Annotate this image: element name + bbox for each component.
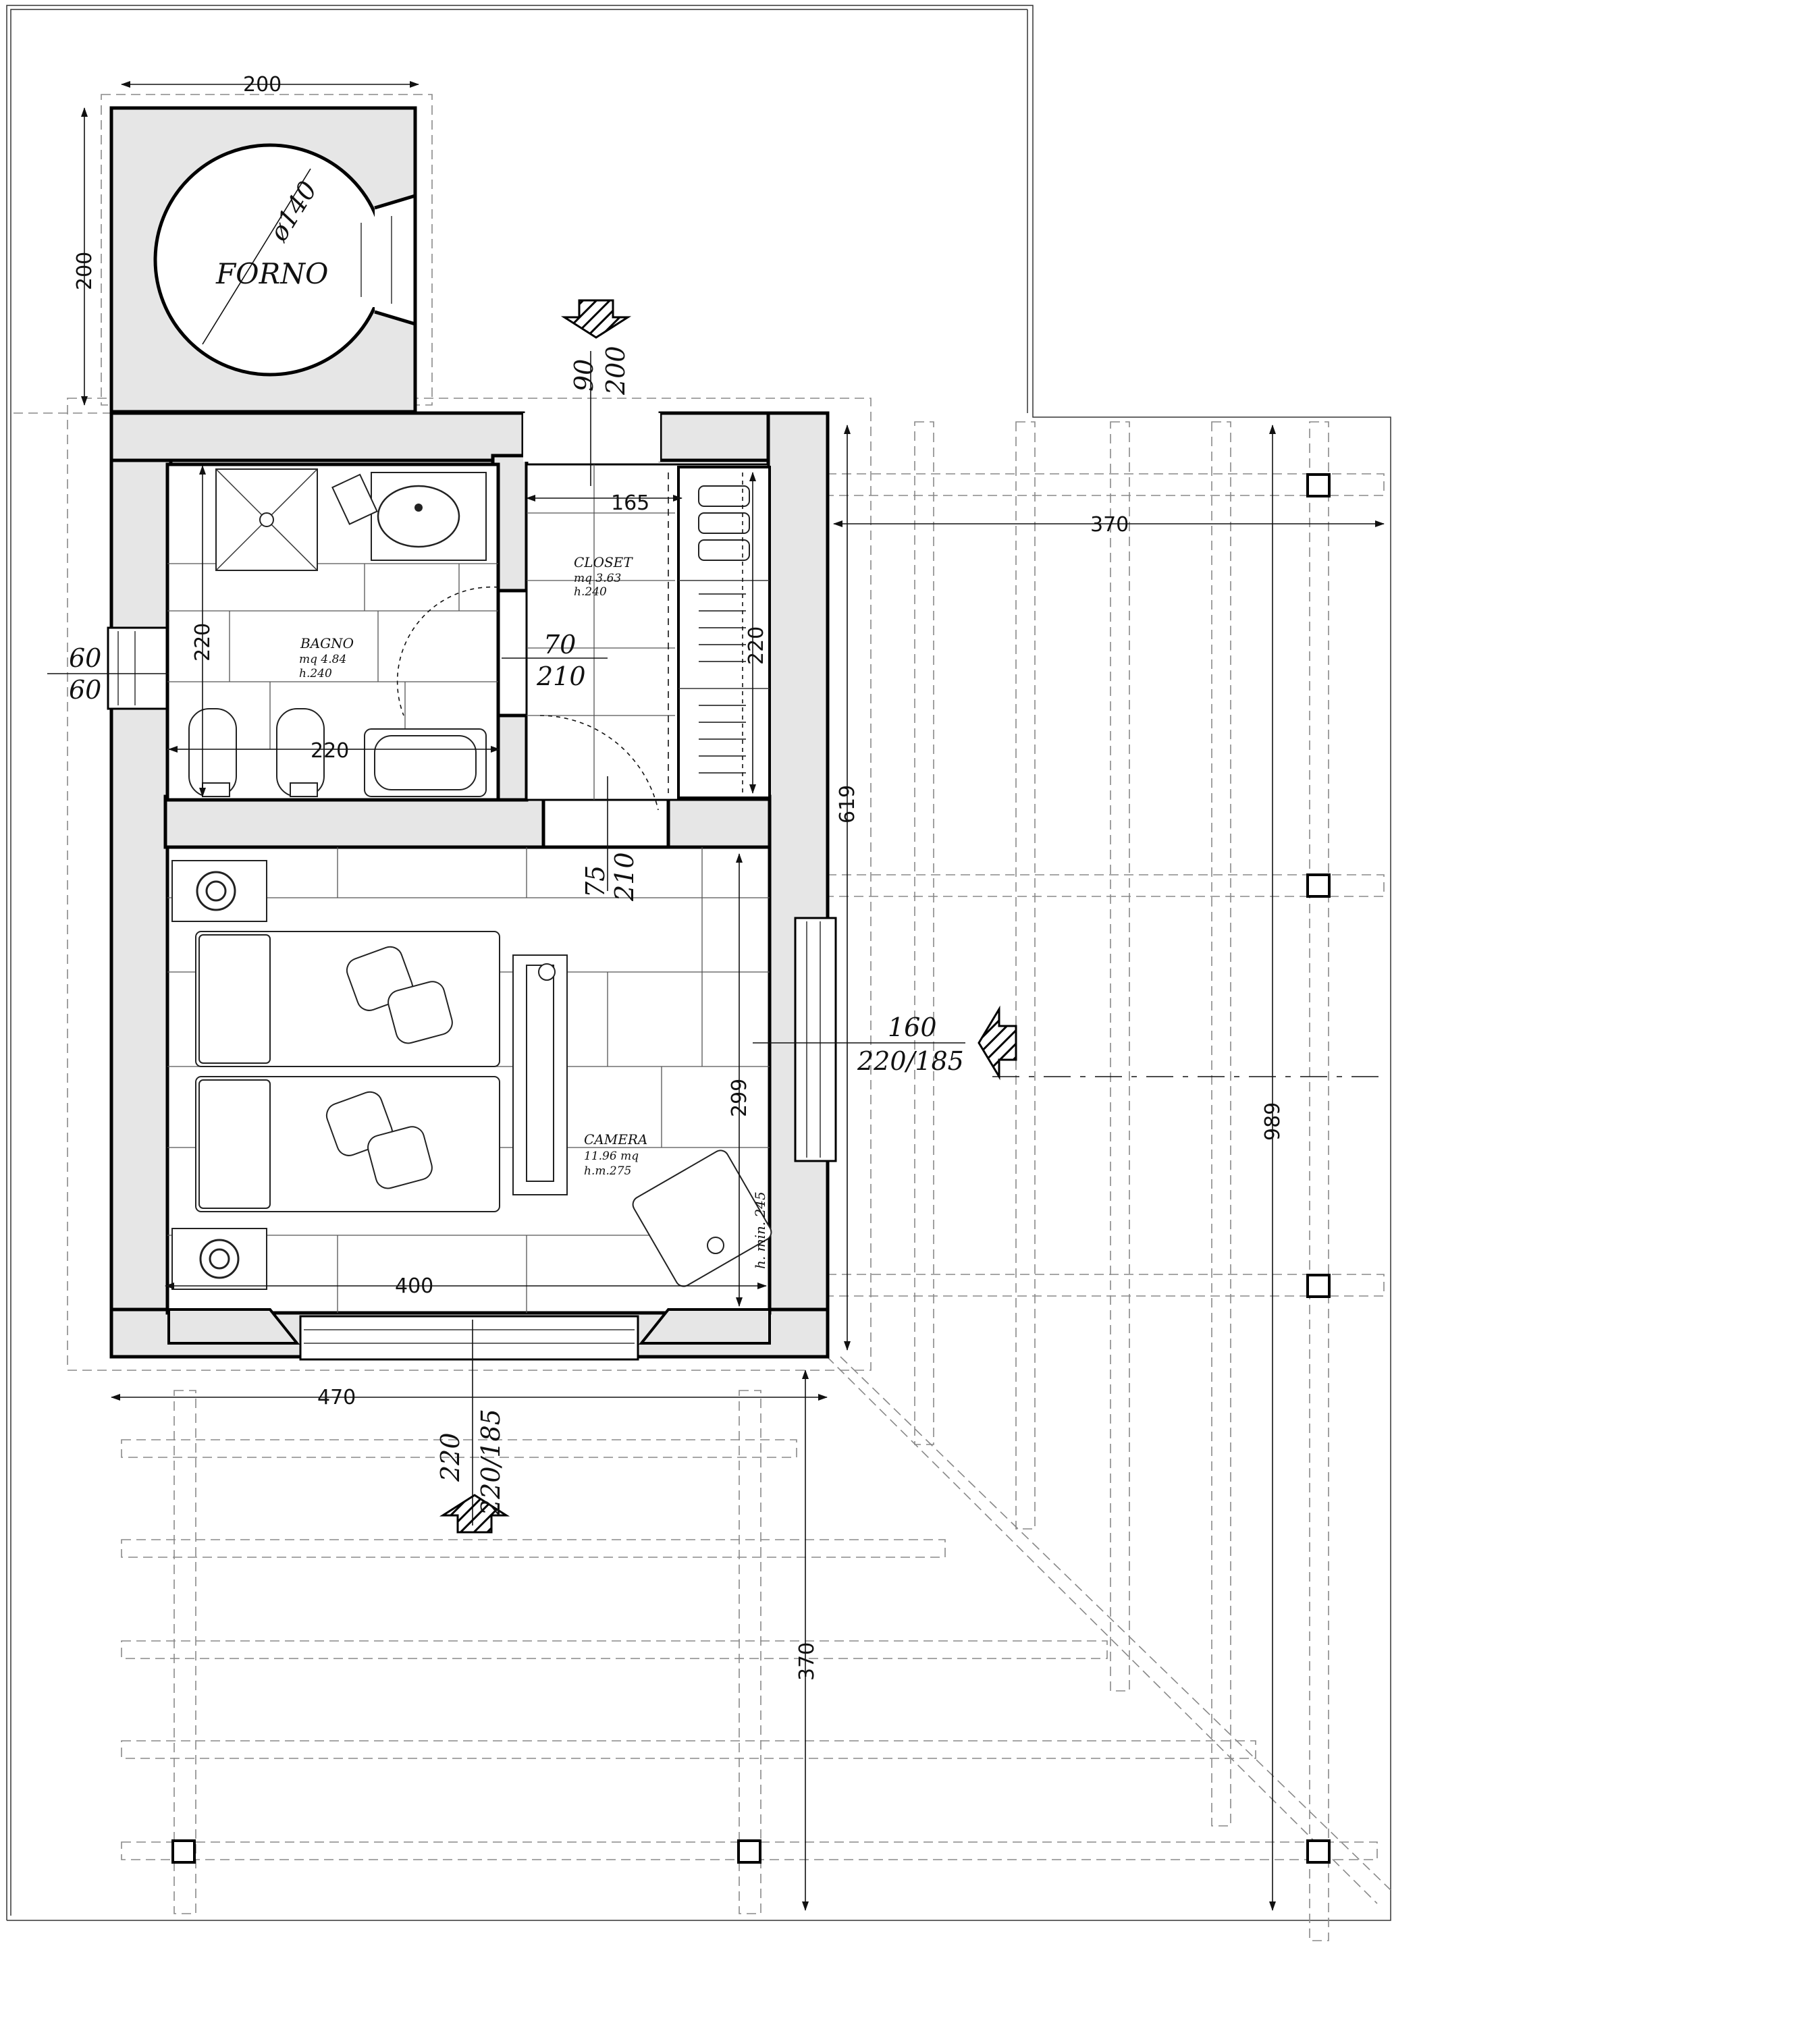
forno-oven: ø140 FORNO (109, 106, 417, 414)
dim-camera-depth: 299 (728, 1079, 751, 1117)
dim-entry-door-w: 90 (569, 359, 599, 392)
dim-entry-door-h: 200 (601, 346, 631, 396)
terrace-outline (6, 5, 1391, 1921)
dim-front-window-w: 220 (435, 1432, 465, 1482)
closet-name: CLOSET (574, 554, 633, 570)
dim-bath-window-h: 60 (69, 675, 101, 705)
dim-forno-width: 200 (243, 73, 282, 97)
dim-bath-door-h: 210 (536, 662, 586, 691)
column-posts (171, 473, 1331, 1864)
dim-camera-door-h: 210 (610, 852, 639, 902)
camera-min-height: h. min. 245 (752, 1191, 768, 1269)
dim-bagno-depth: 220 (191, 623, 215, 662)
dim-bath-door-w: 70 (543, 630, 576, 659)
dim-pergola-depth: 370 (795, 1642, 819, 1681)
dim-closet-width: 165 (611, 491, 649, 515)
closet-height: h.240 (574, 585, 607, 599)
walls (107, 411, 837, 1361)
bagno-room: BAGNO mq 4.84 h.240 (165, 462, 500, 802)
dim-bath-window-w: 60 (69, 643, 101, 673)
dim-camera-width: 400 (395, 1274, 433, 1298)
dim-veranda-depth: 370 (1090, 513, 1129, 537)
dim-camera-door-w: 75 (581, 865, 610, 898)
dim-building-width: 470 (317, 1386, 356, 1409)
camera-name: CAMERA (584, 1131, 647, 1148)
camera-room: CAMERA 11.96 mq h.m.275 h. min. 245 (165, 845, 772, 1315)
bagno-height: h.240 (299, 667, 332, 680)
camera-area: 11.96 mq (584, 1150, 639, 1163)
dim-side-window-w: 160 (888, 1013, 937, 1042)
dim-closet-depth: 220 (745, 626, 768, 665)
dim-building-depth: 619 (836, 785, 859, 824)
dim-forno-depth: 200 (73, 252, 97, 290)
dimension-lines (47, 81, 1385, 1911)
dim-total-depth: 989 (1261, 1102, 1285, 1141)
closet-room: CLOSET mq 3.63 h.240 (525, 463, 771, 811)
camera-height: h.m.275 (584, 1164, 631, 1178)
dimension-labels: 200 200 90 200 165 220 220 220 60 60 70 … (69, 73, 1285, 1681)
closet-area: mq 3.63 (574, 572, 621, 585)
pillow-icon (325, 946, 453, 1189)
bagno-area: mq 4.84 (299, 653, 346, 666)
section-arrow-bottom (439, 1494, 510, 1534)
dim-side-window-h: 220/185 (857, 1046, 964, 1076)
bagno-name: BAGNO (300, 635, 354, 651)
forno-label: FORNO (215, 257, 328, 290)
section-arrow-right (978, 1005, 1017, 1081)
section-arrow-top (560, 299, 632, 339)
dim-bagno-width: 220 (311, 739, 349, 763)
dim-front-window-h: 220/185 (476, 1409, 506, 1516)
